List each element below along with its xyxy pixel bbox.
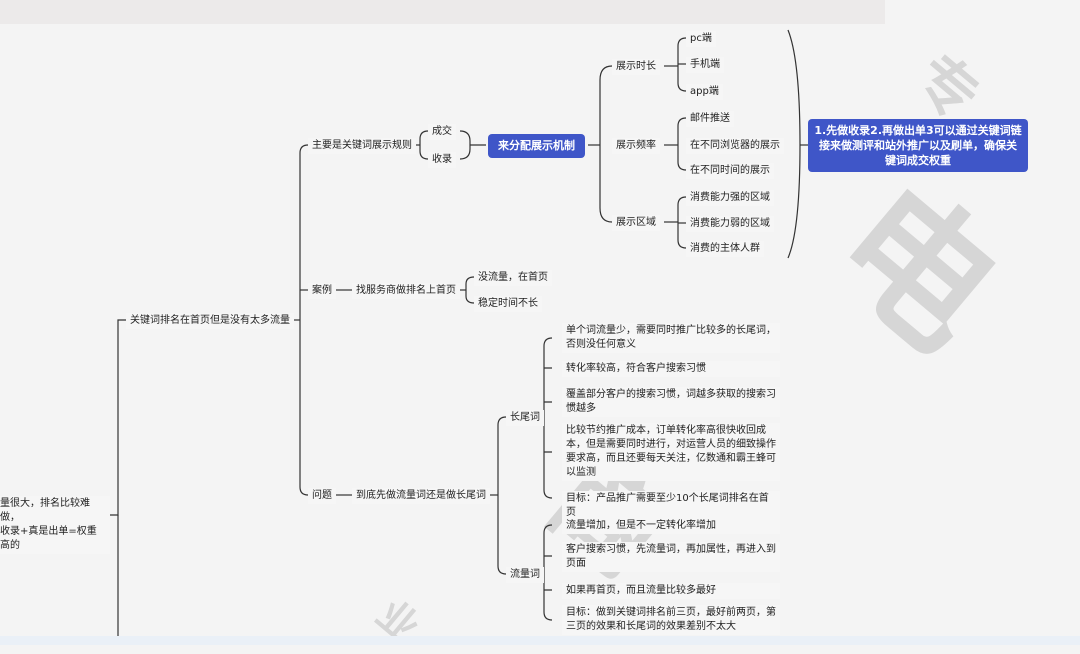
problem-node: 问题 — [308, 488, 336, 504]
case-result-2: 稳定时间不长 — [474, 296, 542, 312]
traffic-item: 目标：做到关键词排名前三页，最好前两页，第三页的效果和长尾词的效果差别不太大 — [562, 605, 780, 635]
mechanism-node: 来分配展示机制 — [488, 134, 585, 158]
display-region-node: 展示区域 — [612, 215, 660, 231]
longtail-item: 转化率较高，符合客户搜索习惯 — [562, 361, 780, 377]
problem-question-node: 到底先做流量词还是做长尾词 — [352, 488, 490, 504]
time-item-app: app端 — [686, 84, 723, 100]
time-item-pc: pc端 — [686, 31, 716, 47]
longtail-item: 比较节约推广成本，订单转化率高很快收回成本，但是需要同时进行，对运营人员的细致操… — [562, 423, 780, 481]
traffic-item: 如果再首页，而且流量比较多最好 — [562, 583, 780, 599]
freq-item-browser: 在不同浏览器的展示 — [686, 138, 784, 154]
summary-node: 1.先做收录2.再做出单3可以通过关键词链接来做测评和站外推广以及刷单，确保关键… — [808, 119, 1028, 172]
traffic-item: 流量增加，但是不一定转化率增加 — [562, 518, 780, 534]
freq-item-email: 邮件推送 — [686, 111, 734, 127]
case-node: 案例 — [308, 283, 336, 299]
deal-node: 成交 — [428, 124, 456, 140]
rules-node: 主要是关键词展示规则 — [308, 138, 416, 154]
time-item-mobile: 手机端 — [686, 57, 724, 73]
longtail-item: 单个词流量少，需要同时推广比较多的长尾词，否则没任何意义 — [562, 323, 780, 353]
freq-item-time: 在不同时间的展示 — [686, 163, 774, 179]
root-node: 量很大，排名比较难做， 收录+真是出单=权重高的 — [0, 496, 110, 554]
region-item-weak: 消费能力弱的区域 — [686, 216, 774, 232]
display-time-node: 展示时长 — [612, 59, 660, 75]
longtail-item: 覆盖部分客户的搜索习惯，词越多获取的搜索习惯越多 — [562, 387, 780, 417]
longtail-item: 目标：产品推广需要至少10个长尾词排名在首页 — [562, 491, 780, 521]
case-result-1: 没流量，在首页 — [474, 270, 552, 286]
traffic-node: 流量词 — [506, 567, 544, 583]
root-line-2: 收录+真是出单=权重高的 — [0, 526, 97, 551]
top-toolbar-strip — [0, 0, 885, 24]
index-node: 收录 — [428, 152, 456, 168]
case-find-node: 找服务商做排名上首页 — [352, 283, 460, 299]
l1-main-node: 关键词排名在首页但是没有太多流量 — [126, 313, 294, 329]
bottom-status-strip — [0, 636, 1080, 645]
traffic-item: 客户搜索习惯，先流量词，再加属性，再进入到页面 — [562, 542, 780, 572]
display-freq-node: 展示频率 — [612, 138, 660, 154]
root-line-1: 量很大，排名比较难做， — [0, 498, 90, 523]
longtail-node: 长尾词 — [506, 410, 544, 426]
region-item-main: 消费的主体人群 — [686, 241, 764, 257]
region-item-strong: 消费能力强的区域 — [686, 190, 774, 206]
